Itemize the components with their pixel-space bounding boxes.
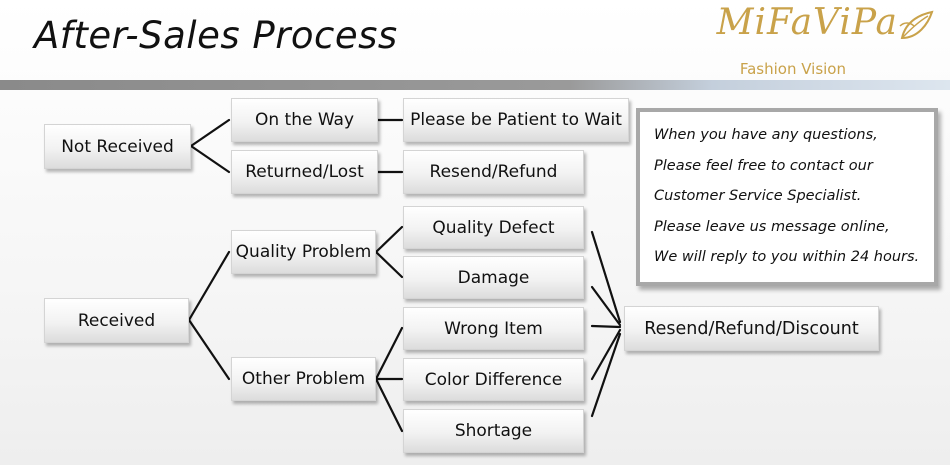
connector-color-final bbox=[590, 328, 622, 381]
node-received: Received bbox=[44, 298, 189, 343]
info-line: Please feel free to contact our bbox=[654, 157, 873, 174]
node-shortage: Shortage bbox=[403, 409, 584, 453]
connector-shortage-final bbox=[590, 332, 622, 418]
node-please-wait: Please be Patient to Wait bbox=[403, 98, 629, 142]
node-color-difference: Color Difference bbox=[403, 358, 584, 401]
connector-received-other bbox=[187, 318, 231, 381]
node-other-problem: Other Problem bbox=[231, 357, 376, 401]
page-title: After-Sales Process bbox=[34, 14, 398, 57]
node-returned-lost: Returned/Lost bbox=[231, 150, 378, 194]
node-quality-defect: Quality Defect bbox=[403, 206, 584, 249]
info-line: We will reply to you within 24 hours. bbox=[654, 249, 920, 265]
node-wrong-item: Wrong Item bbox=[403, 307, 584, 350]
node-on-the-way: On the Way bbox=[231, 98, 378, 142]
node-resend-refund: Resend/Refund bbox=[403, 150, 584, 194]
logo: MiFaViPa Fashion Vision bbox=[686, 0, 936, 82]
info-panel: When you have any questions, Please feel… bbox=[636, 108, 938, 286]
connector-other-shortage bbox=[374, 377, 404, 433]
connector-received-quality bbox=[187, 250, 231, 322]
logo-brand: MiFaViPa bbox=[716, 2, 898, 43]
connector-other-wrong bbox=[374, 326, 404, 381]
node-quality-problem: Quality Problem bbox=[231, 230, 376, 274]
leaf-icon bbox=[899, 10, 934, 40]
connector-defect-final bbox=[590, 230, 622, 324]
node-not-received: Not Received bbox=[44, 124, 191, 169]
connector-quality-damage bbox=[374, 250, 404, 279]
connector-damage-final bbox=[590, 285, 622, 327]
header-band bbox=[0, 80, 950, 90]
connector-wrong-final bbox=[590, 324, 622, 329]
info-line: When you have any questions, bbox=[654, 127, 878, 143]
connector-not-received-on-the-way bbox=[189, 118, 231, 148]
connector-quality-defect bbox=[374, 225, 404, 254]
info-line: Customer Service Specialist. bbox=[654, 188, 862, 204]
info-line: Please leave us message online, bbox=[654, 218, 890, 235]
node-resend-refund-discount: Resend/Refund/Discount bbox=[624, 306, 879, 351]
logo-tagline: Fashion Vision bbox=[739, 60, 846, 78]
connector-not-received-returned-lost bbox=[189, 144, 231, 174]
node-damage: Damage bbox=[403, 256, 584, 299]
